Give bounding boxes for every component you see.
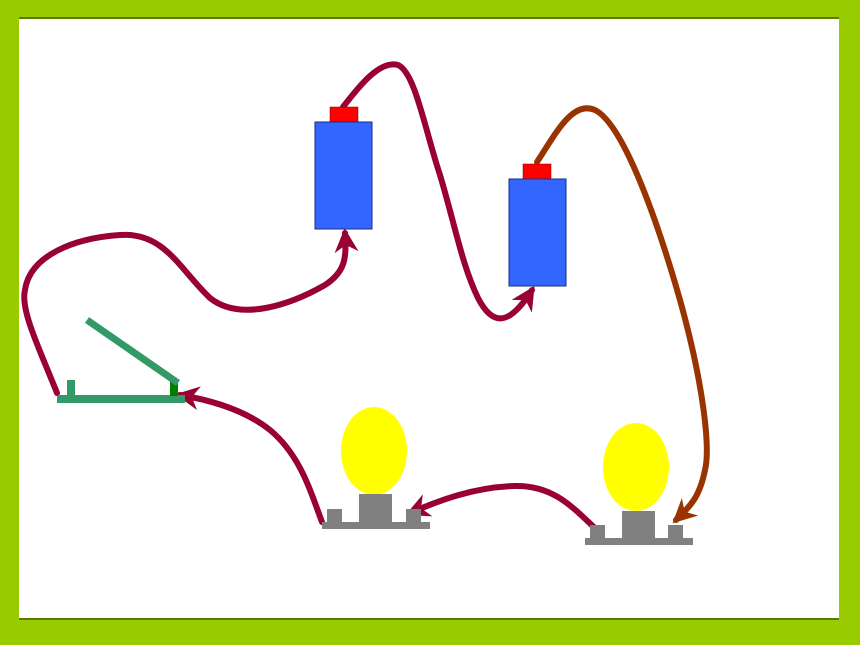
switch-right-post [170, 380, 178, 396]
battery-body [314, 121, 373, 230]
bulb-glass [341, 407, 407, 495]
battery-terminal [329, 106, 359, 123]
battery-1 [314, 106, 373, 230]
bulb-right-contact [668, 525, 683, 539]
slide-canvas [19, 17, 839, 620]
switch-base [57, 395, 185, 403]
wire-bulb1-to-switch [175, 386, 325, 525]
wire-battery1-to-battery2 [340, 61, 535, 322]
bulb-base [622, 511, 655, 539]
wire-battery2-to-bulb2 [534, 105, 710, 524]
bulb-right-contact [406, 509, 421, 523]
wire-bulb2-to-bulb1 [405, 482, 600, 533]
battery-body [508, 178, 567, 287]
bulb-glass [603, 423, 669, 511]
bulb-2 [585, 423, 693, 545]
switch-lever [85, 317, 180, 386]
bulb-stand [585, 538, 693, 545]
bulb-base [359, 494, 392, 522]
knife-switch [57, 317, 185, 403]
battery-terminal [522, 163, 552, 180]
battery-2 [508, 163, 567, 287]
bulb-left-contact [590, 525, 605, 539]
wire-switch-to-battery1 [21, 228, 359, 396]
switch-left-post [67, 380, 75, 396]
bulb-left-contact [327, 509, 342, 523]
bulb-1 [322, 407, 430, 529]
bulb-stand [322, 522, 430, 529]
